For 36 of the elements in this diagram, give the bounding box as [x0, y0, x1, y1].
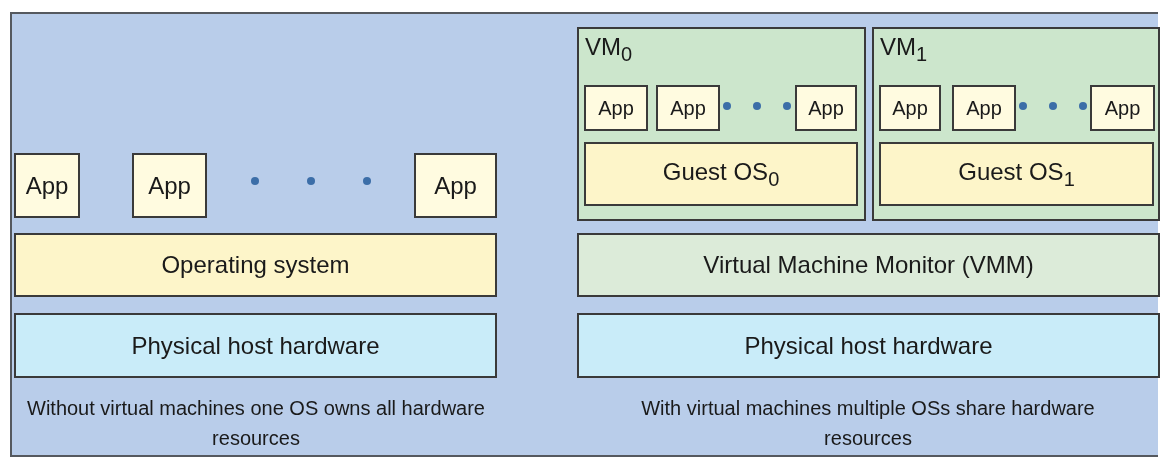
os-layer [14, 233, 497, 297]
caption: Without virtual machines one OS owns all hardware resources [26, 396, 486, 451]
hardware-layer [14, 313, 497, 378]
box-label: Guest OS$_{1}$ [958, 157, 1075, 191]
box-label: Virtual Machine Monitor (VMM) [703, 251, 1034, 279]
hardware-layer [577, 313, 1160, 378]
box-label: Physical host hardware [131, 331, 380, 360]
app-box [584, 85, 648, 131]
group-title: VM$_{0}$ [585, 33, 633, 66]
app-box [952, 85, 1016, 131]
box-label: App [1104, 96, 1141, 120]
box-label: Guest OS$_{0}$ [662, 157, 780, 191]
vmm-layer [577, 233, 1160, 297]
app-box [656, 85, 720, 131]
box-label: App [598, 96, 634, 120]
app-box [132, 153, 207, 218]
app-box [14, 153, 80, 218]
app-box [795, 85, 857, 131]
app-box [414, 153, 497, 218]
box-label: App [434, 171, 477, 200]
group-title: VM$_{1}$ [880, 33, 928, 66]
box-label: Physical host hardware [744, 331, 993, 360]
caption: With virtual machines multiple OSs share hardware resources [640, 396, 1096, 451]
box-label: App [892, 96, 928, 120]
os-layer [879, 142, 1154, 206]
app-box [879, 85, 941, 131]
app-box [1090, 85, 1155, 131]
box-label: App [25, 171, 69, 200]
os-layer [584, 142, 858, 206]
box-label: App [670, 96, 706, 120]
box-label: App [966, 96, 1002, 120]
box-label: Operating system [161, 251, 350, 279]
box-label: App [808, 96, 844, 120]
box-label: App [148, 171, 191, 200]
virtual-machine-box [577, 27, 866, 221]
virtual-machine-box [872, 27, 1160, 221]
